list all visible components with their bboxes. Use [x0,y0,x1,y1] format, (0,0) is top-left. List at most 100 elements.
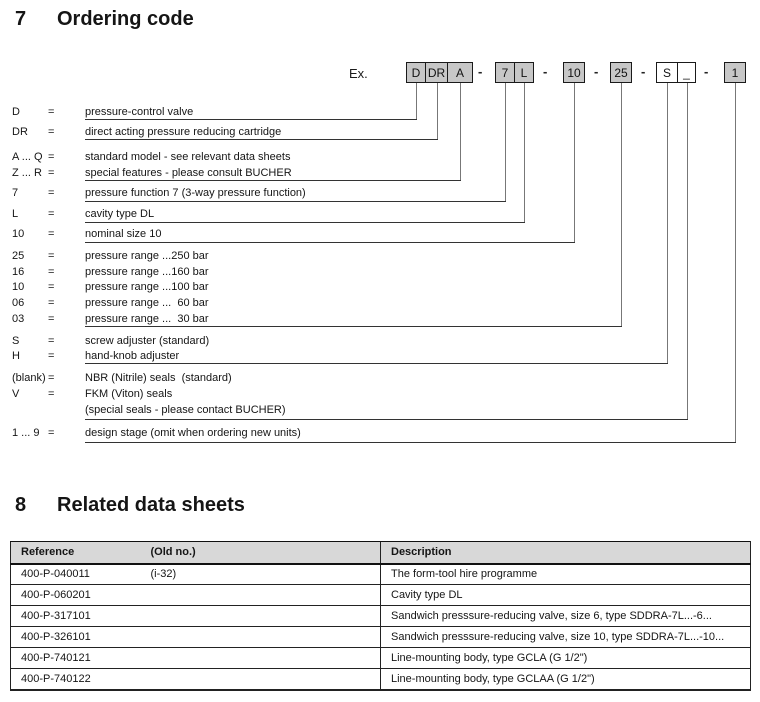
code-value: Z ... R [12,167,42,179]
connector-line-1 [735,83,736,442]
cell-description: Sandwich presssure-reducing valve, size … [380,605,751,627]
code-value: L [12,208,19,220]
underline-seal [85,419,688,420]
code-description: pressure range ...250 bar [85,250,209,262]
section7-title: Ordering code [57,8,194,30]
cell-reference: 400-P-060201 [10,584,141,606]
cell-old-no [140,605,381,627]
column-header-reference: Reference [10,541,141,565]
connector-line-d [416,83,417,119]
code-description: direct acting pressure reducing cartridg… [85,126,282,138]
column-header-description: Description [380,541,751,565]
equals-sign: = [48,427,55,439]
equals-sign: = [48,250,55,262]
code-box-group-design-stage: 1 [724,62,746,83]
code-value: V [12,388,20,400]
code-box-group-adjuster-seals: S _ [656,62,696,83]
cell-description: The form-tool hire programme [380,563,751,585]
connector-line-seal [687,83,688,419]
code-description: pressure range ...160 bar [85,266,209,278]
code-value: 03 [12,313,25,325]
column-header-old-no: (Old no.) [140,541,381,565]
code-box-25: 25 [610,62,632,83]
equals-sign: = [48,372,55,384]
code-box-group-size: 10 [563,62,585,83]
code-value: 16 [12,266,25,278]
cell-old-no [140,584,381,606]
code-value: S [12,335,20,347]
code-value: 10 [12,228,25,240]
dash-separator: - [543,64,548,79]
code-box-l: L [514,62,534,83]
cell-description: Cavity type DL [380,584,751,606]
equals-sign: = [48,126,55,138]
underline-d [85,119,417,120]
equals-sign: = [48,228,55,240]
code-box-10: 10 [563,62,585,83]
code-box-7: 7 [495,62,515,83]
underline-zr [85,180,461,181]
code-box-1: 1 [724,62,746,83]
equals-sign: = [48,187,55,199]
section7-number: 7 [15,8,27,30]
cell-old-no [140,668,381,691]
code-box-group-pressure: 25 [610,62,632,83]
equals-sign: = [48,297,55,309]
equals-sign: = [48,106,55,118]
code-description: design stage (omit when ordering new uni… [85,427,301,439]
table-header-row: Reference (Old no.) Description [10,541,751,565]
code-box-s: S [656,62,678,83]
equals-sign: = [48,208,55,220]
cell-reference: 400-P-740121 [10,647,141,669]
code-description: pressure range ... 60 bar [85,297,209,309]
connector-line-s [667,83,668,363]
equals-sign: = [48,167,55,179]
cell-description: Line-mounting body, type GCLAA (G 1/2") [380,668,751,691]
table-row: 400-P-040011 (i-32) The form-tool hire p… [10,563,751,585]
code-box-a: A [447,62,473,83]
code-description: pressure function 7 (3-way pressure func… [85,187,306,199]
dash-separator: - [594,64,599,79]
connector-line-l [524,83,525,222]
equals-sign: = [48,388,55,400]
underline-7 [85,201,506,202]
related-data-sheets-table: Reference (Old no.) Description 400-P-04… [10,541,751,691]
code-description: special features - please consult BUCHER [85,167,292,179]
underline-19 [85,442,736,443]
code-description: pressure range ... 30 bar [85,313,209,325]
code-description: pressure-control valve [85,106,194,118]
code-value: (blank) [12,372,46,384]
code-value: D [12,106,20,118]
dash-separator: - [641,64,646,79]
code-value: 06 [12,297,25,309]
section8-title: Related data sheets [57,494,245,516]
code-box-group-type: D DR A [406,62,473,83]
code-value: 10 [12,281,25,293]
connector-line-7 [505,83,506,201]
underline-l [85,222,525,223]
table-row: 400-P-740121 Line-mounting body, type GC… [10,647,751,669]
table-row: 400-P-060201 Cavity type DL [10,584,751,606]
equals-sign: = [48,266,55,278]
code-description: hand-knob adjuster [85,350,180,362]
cell-description: Sandwich presssure-reducing valve, size … [380,626,751,648]
code-description: cavity type DL [85,208,155,220]
table-row: 400-P-740122 Line-mounting body, type GC… [10,668,751,691]
section8-number: 8 [15,494,27,516]
cell-description: Line-mounting body, type GCLA (G 1/2") [380,647,751,669]
cell-reference: 400-P-317101 [10,605,141,627]
cell-old-no [140,647,381,669]
connector-line-dr [437,83,438,139]
cell-old-no [140,626,381,648]
underline-10 [85,242,575,243]
code-value: 7 [12,187,19,199]
table-row: 400-P-326101 Sandwich presssure-reducing… [10,626,751,648]
cell-reference: 400-P-740122 [10,668,141,691]
code-box-d: D [406,62,426,83]
underline-h [85,363,668,364]
equals-sign: = [48,151,55,163]
code-description: (special seals - please contact BUCHER) [85,404,286,416]
cell-reference: 400-P-326101 [10,626,141,648]
cell-old-no: (i-32) [140,563,381,585]
